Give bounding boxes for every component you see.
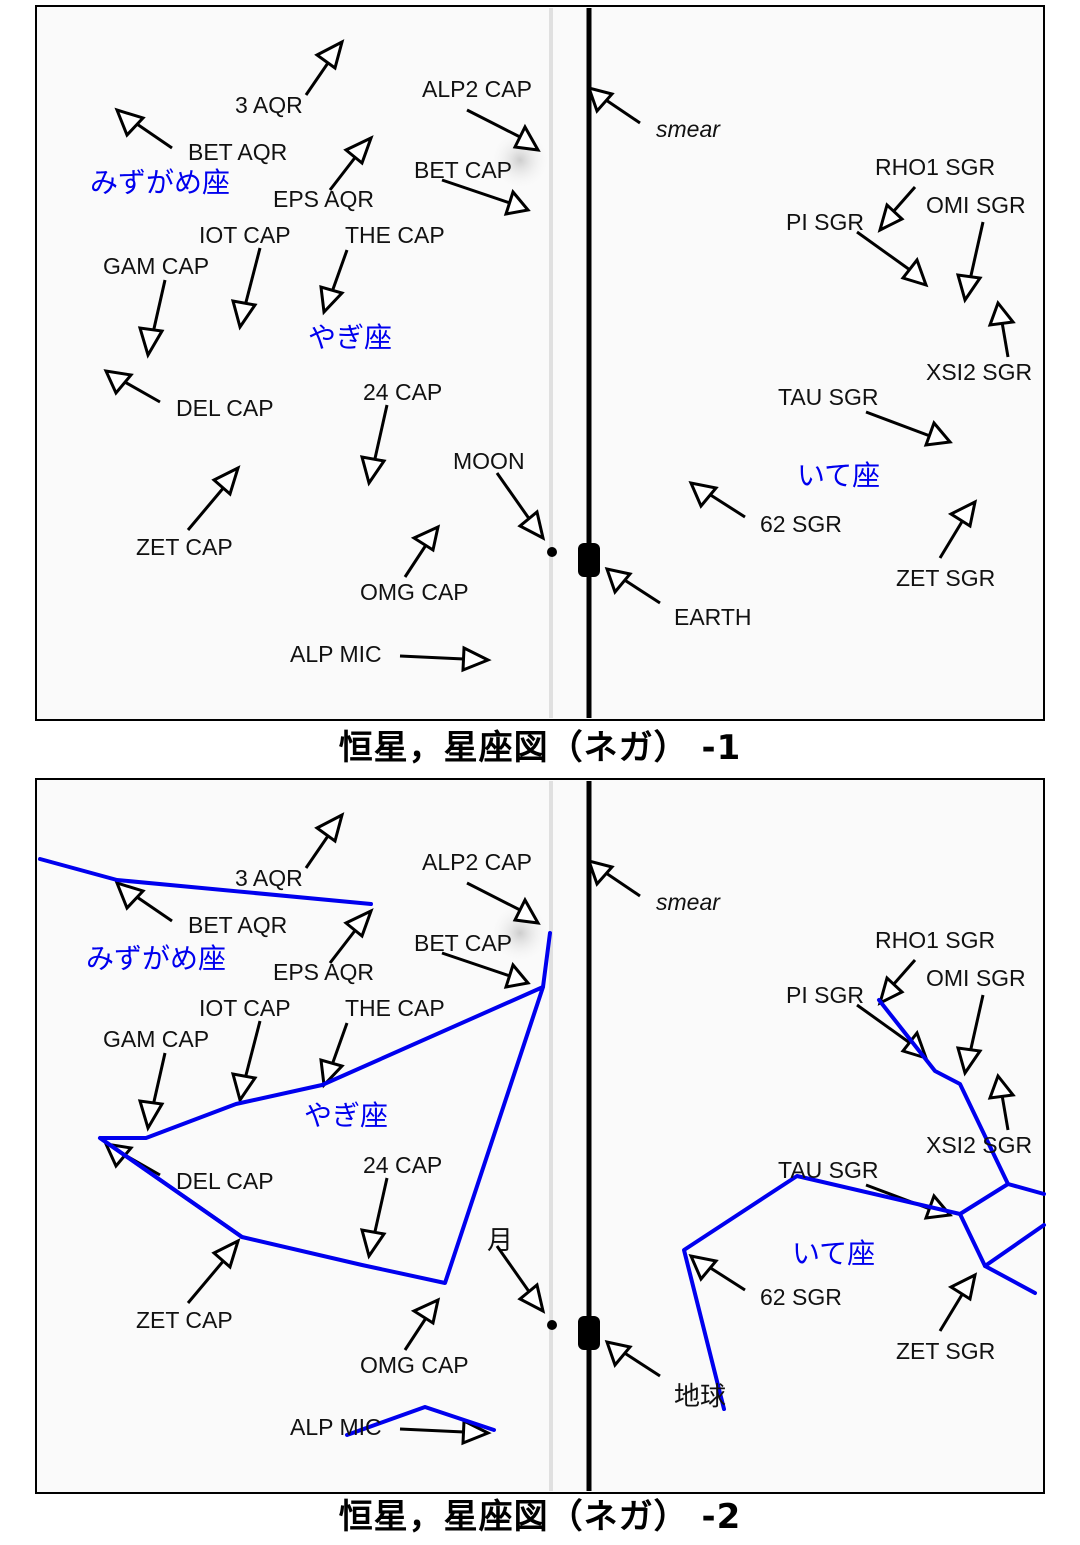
star-label-alp-mic: ALP MIC bbox=[290, 1414, 382, 1440]
star-label-the-cap: THE CAP bbox=[345, 222, 445, 248]
label-earth: EARTH bbox=[674, 604, 752, 630]
star-label-eps-aqr: EPS AQR bbox=[273, 186, 374, 212]
star-label-omg-cap: OMG CAP bbox=[360, 1352, 469, 1378]
star-label-del-cap: DEL CAP bbox=[176, 395, 274, 421]
star-label-rho1-sgr: RHO1 SGR bbox=[875, 154, 995, 180]
constellation-names: みずがめ座 やぎ座 いて座 bbox=[90, 166, 880, 492]
star-label-del-cap: DEL CAP bbox=[176, 1168, 274, 1194]
label-smear: smear bbox=[656, 889, 721, 915]
star-label-bet-cap: BET CAP bbox=[414, 930, 512, 956]
label-moon: MOON bbox=[453, 448, 525, 474]
constellation-lines bbox=[38, 857, 1046, 1437]
star-label-alp2-cap: ALP2 CAP bbox=[422, 76, 532, 102]
star-label-iot-cap: IOT CAP bbox=[199, 995, 291, 1021]
star-label-alp-mic: ALP MIC bbox=[290, 641, 382, 667]
arrows bbox=[103, 812, 1016, 1446]
star-label-tau-sgr: TAU SGR bbox=[778, 1157, 879, 1183]
star-label-omi-sgr: OMI SGR bbox=[926, 965, 1026, 991]
star-chart-1: 3 AQR ALP2 CAP smear BET AQR BET CAP EPS… bbox=[35, 5, 1045, 721]
star-label-gam-cap: GAM CAP bbox=[103, 253, 209, 279]
star-chart-2: 3 AQR ALP2 CAP smear BET AQR BET CAP EPS… bbox=[35, 778, 1046, 1494]
star-label-pi-sgr: PI SGR bbox=[786, 982, 864, 1008]
constellation-name-aquarius: みずがめ座 bbox=[86, 942, 226, 975]
star-labels: 3 AQR ALP2 CAP smear BET AQR BET CAP EPS… bbox=[103, 849, 1032, 1440]
constellation-name-sagittarius: いて座 bbox=[797, 459, 880, 492]
caption-1: 恒星，星座図（ネガ） -1 bbox=[338, 728, 742, 768]
star-label-tau-sgr: TAU SGR bbox=[778, 384, 879, 410]
label-moon: 月 bbox=[487, 1225, 513, 1255]
star-label-omi-sgr: OMI SGR bbox=[926, 192, 1026, 218]
moon-dot bbox=[547, 1320, 557, 1330]
star-label-24-cap: 24 CAP bbox=[363, 1152, 442, 1178]
capricornus-line-2 bbox=[98, 1136, 244, 1239]
caption-2: 恒星，星座図（ネガ） -2 bbox=[338, 1497, 742, 1537]
constellation-name-sagittarius: いて座 bbox=[792, 1237, 875, 1270]
star-label-the-cap: THE CAP bbox=[345, 995, 445, 1021]
star-label-62-sgr: 62 SGR bbox=[760, 1284, 842, 1310]
star-label-alp2-cap: ALP2 CAP bbox=[422, 849, 532, 875]
star-label-zet-sgr: ZET SGR bbox=[896, 565, 995, 591]
sagittarius-line-2 bbox=[877, 998, 1010, 1186]
microscopium-line bbox=[345, 1405, 496, 1437]
star-label-iot-cap: IOT CAP bbox=[199, 222, 291, 248]
star-label-zet-sgr: ZET SGR bbox=[896, 1338, 995, 1364]
constellation-name-aquarius: みずがめ座 bbox=[90, 166, 230, 199]
label-earth: 地球 bbox=[674, 1381, 726, 1411]
star-label-3-aqr: 3 AQR bbox=[235, 92, 303, 118]
star-label-xsi2-sgr: XSI2 SGR bbox=[926, 359, 1032, 385]
aquarius-line bbox=[38, 857, 373, 906]
sagittarius-line-1 bbox=[682, 1174, 1046, 1411]
star-label-pi-sgr: PI SGR bbox=[786, 209, 864, 235]
constellation-name-capricornus: やぎ座 bbox=[308, 321, 392, 354]
star-chart-panel-2: 3 AQR ALP2 CAP smear BET AQR BET CAP EPS… bbox=[0, 773, 1080, 1537]
constellation-name-capricornus: やぎ座 bbox=[304, 1099, 388, 1132]
star-label-gam-cap: GAM CAP bbox=[103, 1026, 209, 1052]
star-label-62-sgr: 62 SGR bbox=[760, 511, 842, 537]
earth-blob bbox=[578, 1316, 600, 1350]
star-chart-panel-1: 3 AQR ALP2 CAP smear BET AQR BET CAP EPS… bbox=[0, 0, 1080, 768]
label-smear: smear bbox=[656, 116, 721, 142]
moon-dot bbox=[547, 547, 557, 557]
star-label-xsi2-sgr: XSI2 SGR bbox=[926, 1132, 1032, 1158]
star-labels: 3 AQR ALP2 CAP smear BET AQR BET CAP EPS… bbox=[103, 76, 1032, 667]
star-label-bet-cap: BET CAP bbox=[414, 157, 512, 183]
chart-frame bbox=[35, 778, 1045, 1494]
chart-frame bbox=[35, 5, 1045, 721]
star-label-24-cap: 24 CAP bbox=[363, 379, 442, 405]
star-label-omg-cap: OMG CAP bbox=[360, 579, 469, 605]
star-label-rho1-sgr: RHO1 SGR bbox=[875, 927, 995, 953]
star-label-eps-aqr: EPS AQR bbox=[273, 959, 374, 985]
star-label-zet-cap: ZET CAP bbox=[136, 1307, 233, 1333]
constellation-names: みずがめ座 やぎ座 いて座 bbox=[86, 942, 875, 1270]
sagittarius-line-4 bbox=[983, 1264, 1037, 1295]
earth-blob bbox=[578, 543, 600, 577]
star-label-bet-aqr: BET AQR bbox=[188, 139, 287, 165]
star-label-3-aqr: 3 AQR bbox=[235, 865, 303, 891]
star-label-zet-cap: ZET CAP bbox=[136, 534, 233, 560]
star-label-bet-aqr: BET AQR bbox=[188, 912, 287, 938]
arrows bbox=[103, 39, 1016, 673]
